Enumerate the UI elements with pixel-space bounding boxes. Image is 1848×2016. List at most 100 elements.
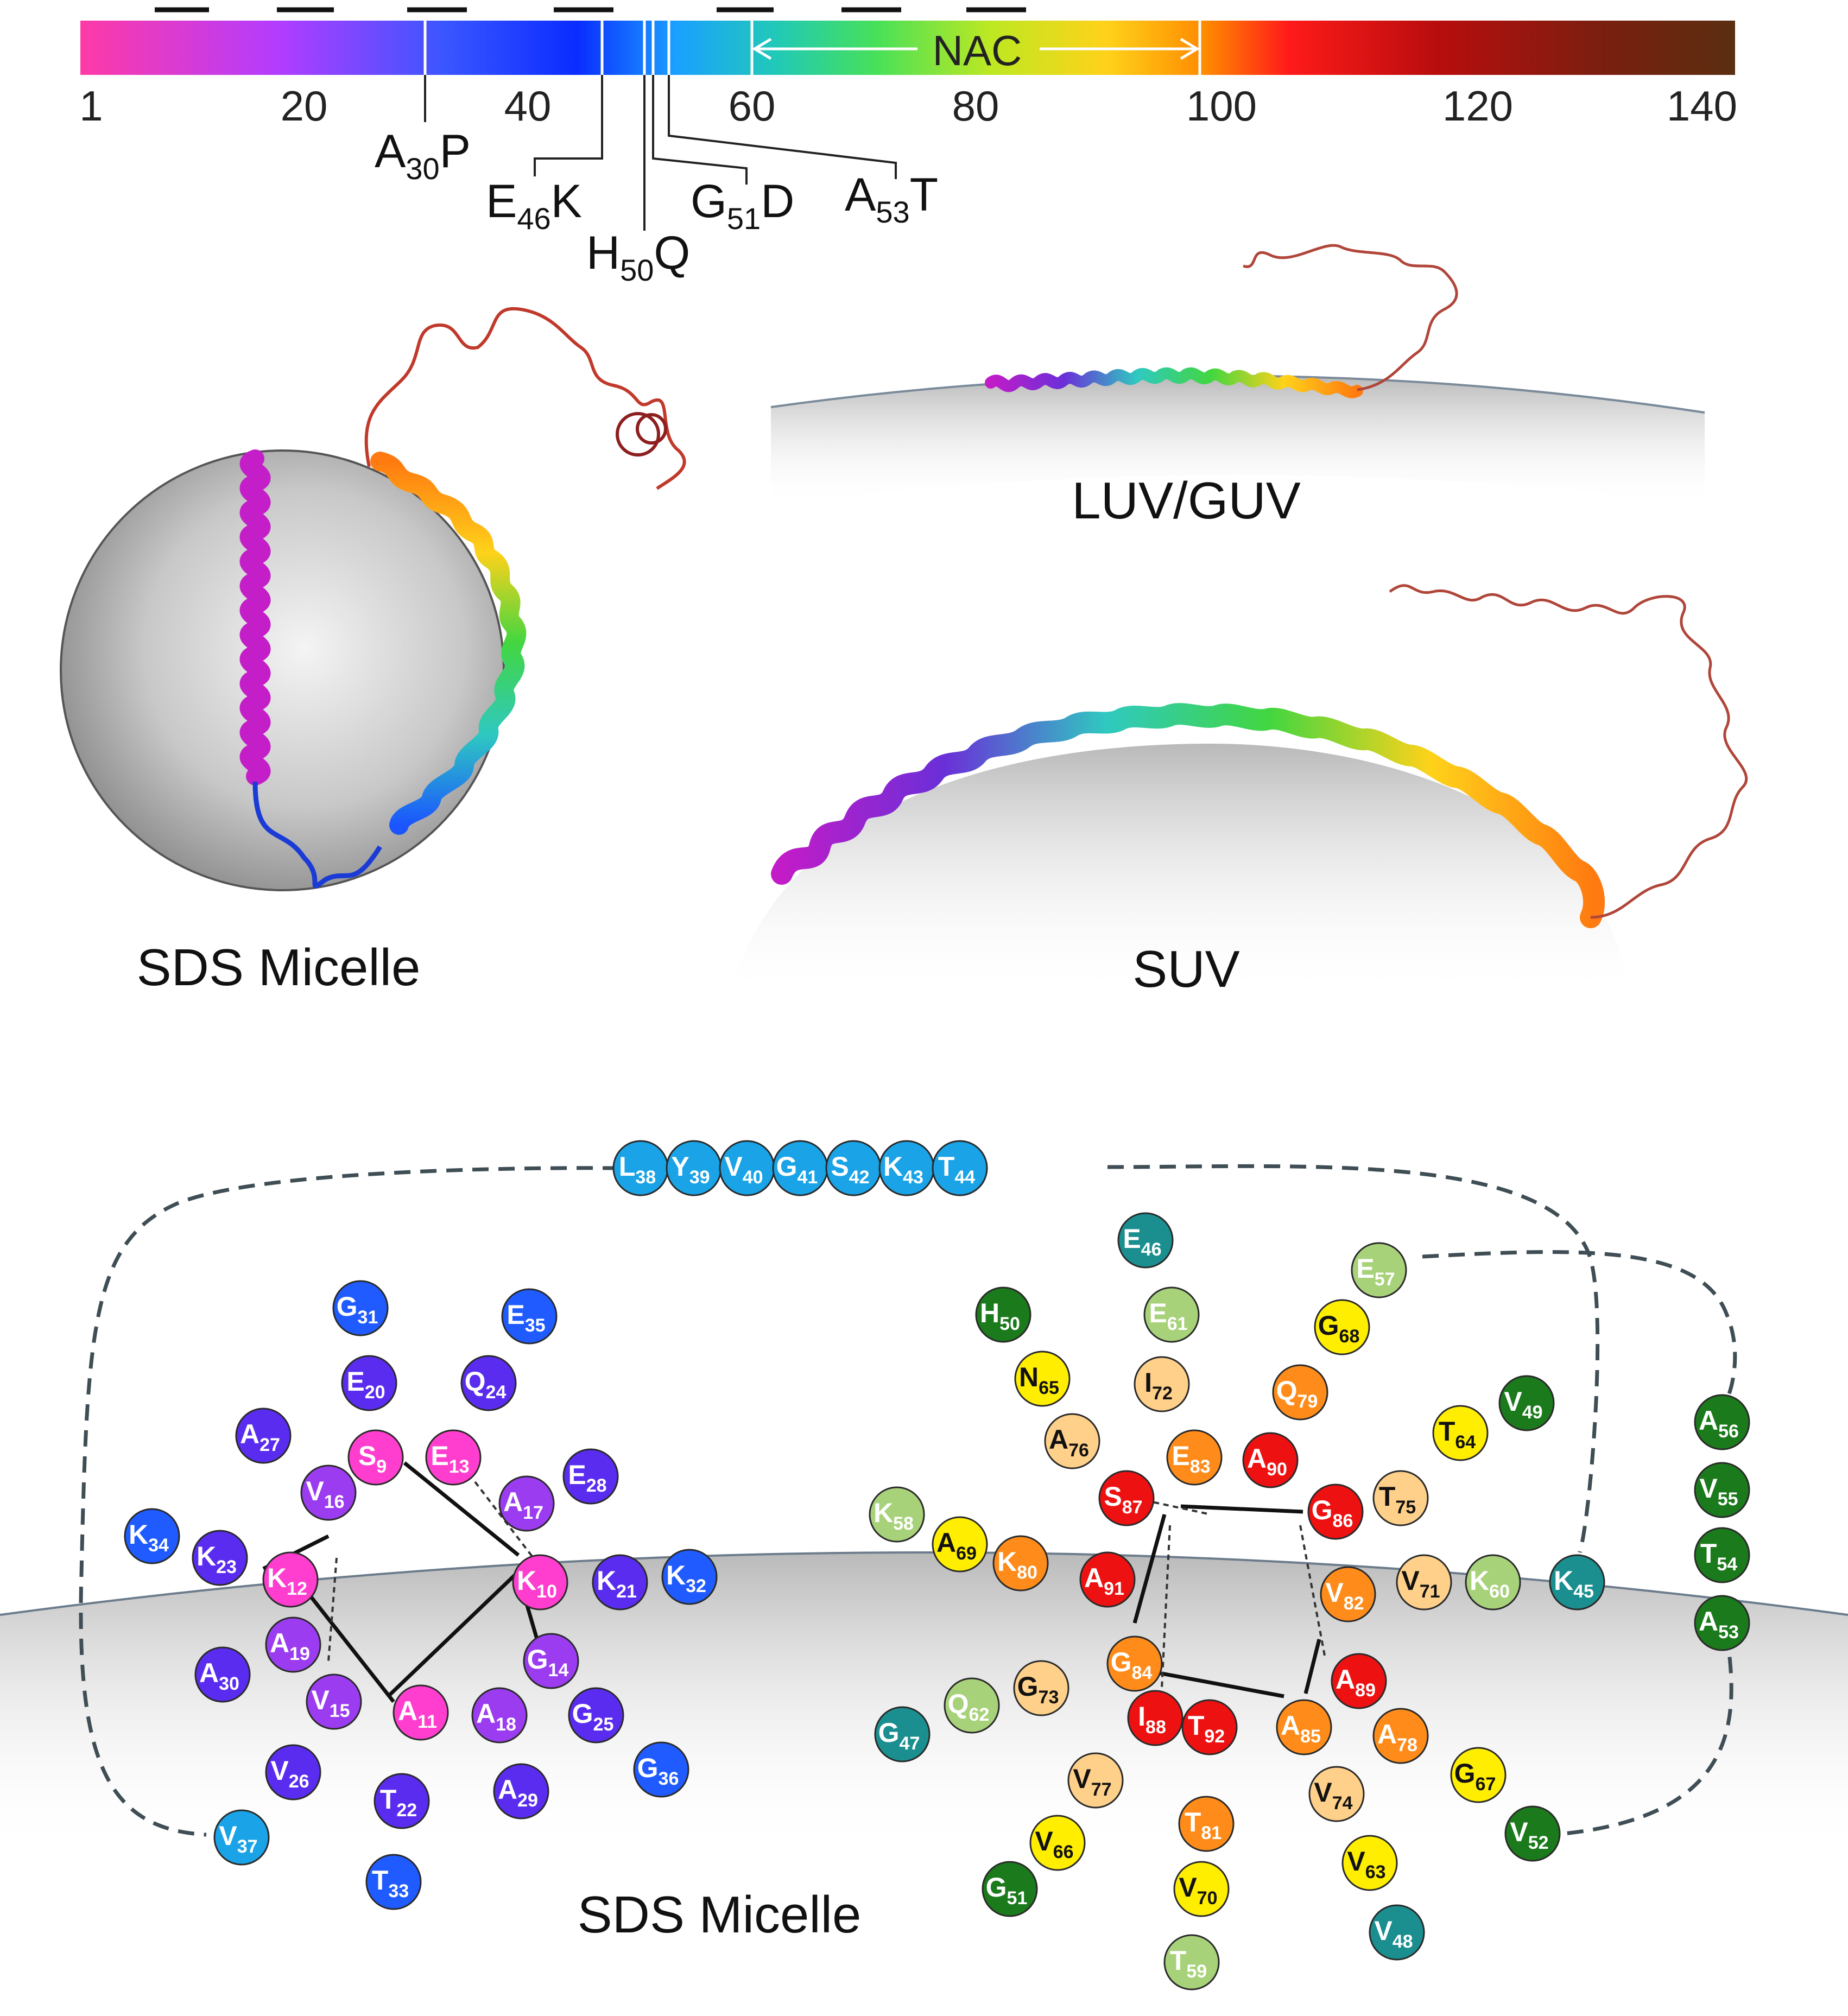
residue-label: T22 — [380, 1784, 417, 1821]
residue-circle — [365, 1854, 422, 1910]
residue-label: G73 — [1017, 1671, 1059, 1708]
residue-I88: I88 — [1127, 1690, 1184, 1746]
residue-A76: A76 — [1044, 1413, 1100, 1469]
residue-circle — [213, 1809, 270, 1866]
residue-G73: G73 — [1013, 1660, 1069, 1716]
residue-label: T59 — [1170, 1945, 1207, 1982]
residue-label: G67 — [1454, 1758, 1496, 1795]
residue-E57: E57 — [1351, 1242, 1407, 1298]
residue-V71: V71 — [1396, 1554, 1452, 1611]
residue-circle — [1143, 1286, 1200, 1343]
micelle-sphere — [60, 449, 505, 891]
residue-A18: A18 — [471, 1687, 528, 1744]
residue-label: K60 — [1470, 1565, 1510, 1602]
residue-H50: H50 — [975, 1286, 1031, 1343]
residue-label: T92 — [1188, 1710, 1225, 1747]
residue-label: G68 — [1318, 1310, 1360, 1347]
nac-label: NAC — [933, 27, 1022, 74]
residue-A90: A90 — [1242, 1432, 1299, 1488]
residue-circle — [1173, 1861, 1230, 1917]
residue-label: T54 — [1700, 1538, 1737, 1575]
residue-circle — [1504, 1805, 1561, 1862]
residue-A91: A91 — [1079, 1551, 1136, 1608]
residue-circle — [869, 1486, 925, 1543]
residue-S9: S9 — [347, 1429, 404, 1486]
residue-label: A17 — [503, 1487, 543, 1523]
residue-T33: T33 — [365, 1854, 422, 1910]
residue-A78: A78 — [1372, 1708, 1429, 1764]
residue-label: A19 — [270, 1628, 310, 1664]
residue-circle — [1549, 1554, 1605, 1611]
tick-label: 20 — [281, 82, 328, 130]
residue-label: T75 — [1379, 1481, 1416, 1518]
residue-circle — [1098, 1470, 1155, 1526]
residue-circle — [1166, 1429, 1223, 1486]
residue-label: K21 — [597, 1565, 637, 1602]
connector-lines — [79, 1164, 1737, 1837]
residue-circle — [498, 1475, 555, 1532]
residue-label: G41 — [776, 1151, 818, 1188]
residue-circle — [306, 1673, 362, 1730]
residue-A53: A53 — [1694, 1595, 1750, 1651]
residue-circle — [1014, 1351, 1071, 1407]
residue-circle — [592, 1554, 648, 1611]
residue-circle — [1181, 1699, 1238, 1755]
residue-circle — [1272, 1364, 1328, 1421]
residue-label: G36 — [637, 1753, 679, 1789]
residue-label: V15 — [311, 1685, 350, 1721]
residue-label: A78 — [1377, 1719, 1417, 1755]
colorbar-ticks: 1 20 40 60 80 100 120 140 — [79, 82, 1737, 130]
residue-G84: G84 — [1106, 1635, 1163, 1692]
residue-I72: I72 — [1134, 1356, 1190, 1412]
residue-label: G25 — [572, 1698, 614, 1735]
residue-circle — [1320, 1566, 1376, 1622]
residue-label: V40 — [724, 1151, 763, 1188]
residue-label: I72 — [1144, 1367, 1173, 1404]
residue-circle — [374, 1773, 430, 1829]
residue-circle — [1396, 1554, 1452, 1611]
residue-circle — [1432, 1405, 1489, 1461]
residue-V40: V40 — [719, 1140, 775, 1196]
residue-label: S9 — [358, 1441, 387, 1477]
residue-T92: T92 — [1181, 1699, 1238, 1755]
tail-knot — [636, 413, 667, 445]
helix-c-terminal — [370, 452, 527, 835]
tick-label: 140 — [1667, 82, 1737, 130]
residue-V55: V55 — [1694, 1462, 1750, 1518]
residue-label: A69 — [936, 1527, 977, 1564]
residue-K45: K45 — [1549, 1554, 1605, 1611]
residue-label: A30 — [199, 1658, 239, 1694]
residue-label: K58 — [874, 1498, 914, 1534]
residue-circle — [194, 1646, 251, 1703]
tick-label: 100 — [1186, 82, 1257, 130]
residue-V49: V49 — [1498, 1375, 1555, 1431]
residue-label: V52 — [1510, 1817, 1548, 1853]
residue-circle — [1694, 1595, 1750, 1651]
residue-circle — [1029, 1815, 1086, 1871]
residue-label: E20 — [346, 1366, 385, 1403]
residue-G41: G41 — [772, 1140, 828, 1196]
residue-label: V71 — [1401, 1565, 1440, 1602]
mutation-g51d: G51D — [691, 175, 794, 236]
residue-circle — [501, 1288, 558, 1345]
residue-label: S87 — [1104, 1481, 1142, 1518]
residue-label: E83 — [1172, 1441, 1210, 1477]
suv-vesicle — [727, 744, 1629, 999]
residue-label: Y39 — [671, 1151, 710, 1188]
residue-G25: G25 — [568, 1687, 624, 1744]
residue-label: Q24 — [465, 1366, 507, 1403]
residue-V52: V52 — [1504, 1805, 1561, 1862]
residue-circle — [192, 1530, 248, 1586]
residue-circle — [262, 1551, 319, 1608]
residue-circle — [932, 1516, 988, 1573]
residue-G86: G86 — [1307, 1484, 1364, 1540]
residue-label: V37 — [219, 1821, 257, 1857]
residue-label: K45 — [1554, 1565, 1594, 1602]
residue-label: A76 — [1049, 1424, 1089, 1461]
residue-T64: T64 — [1432, 1405, 1489, 1461]
residue-label: K43 — [883, 1151, 923, 1188]
residue-label: V49 — [1504, 1386, 1542, 1423]
residue-circle — [235, 1408, 292, 1464]
residue-circle — [1308, 1766, 1365, 1822]
residue-label: E57 — [1356, 1253, 1395, 1290]
